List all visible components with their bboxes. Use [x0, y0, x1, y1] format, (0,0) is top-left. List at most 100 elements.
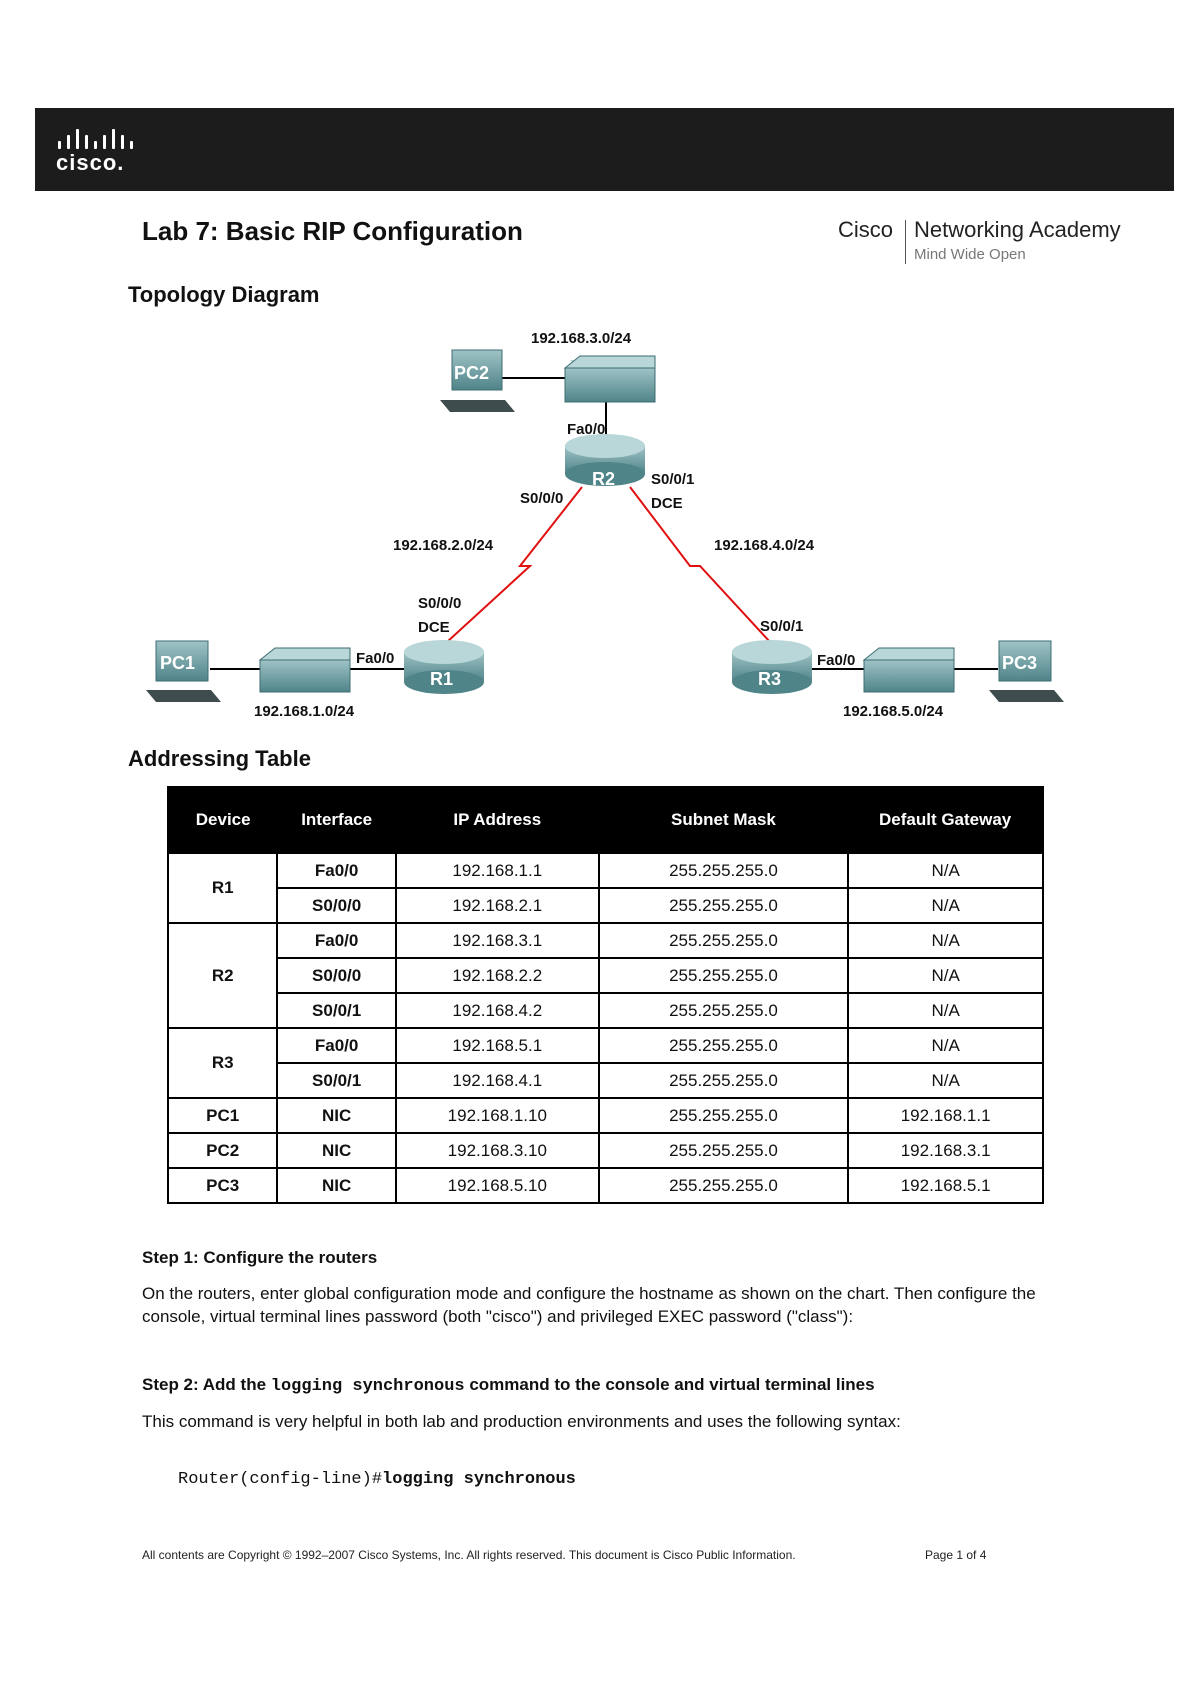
brand-tagline: Mind Wide Open [914, 246, 1026, 263]
code-command: logging synchronous [382, 1470, 576, 1489]
switch-icon [862, 647, 955, 693]
cisco-logo: cisco. [56, 127, 146, 177]
table-row: PC1 NIC 192.168.1.10 255.255.255.0 192.1… [166, 1097, 1044, 1134]
step1-title-text: Step 1: Configure the routers [142, 1248, 378, 1267]
r2-fa-label: Fa0/0 [567, 421, 605, 438]
table-row: S0/0/1 192.168.4.2 255.255.255.0 N/A [168, 992, 1044, 1029]
router-icon: R1 [404, 640, 484, 694]
r2-dce-label: DCE [651, 495, 683, 512]
cisco-wordmark: cisco. [56, 150, 125, 175]
device-cell: PC1 [166, 1097, 279, 1134]
r1-s000-label: S0/0/0 [418, 595, 461, 612]
mask-cell: 255.255.255.0 [597, 1027, 850, 1064]
pc1-label: PC1 [160, 653, 195, 673]
table-row: S0/0/1 192.168.4.1 255.255.255.0 N/A [168, 1062, 1044, 1099]
gateway-cell: N/A [847, 992, 1044, 1029]
col-gateway: Default Gateway [848, 787, 1043, 853]
table-row: PC3 NIC 192.168.5.10 255.255.255.0 192.1… [166, 1167, 1044, 1204]
interface-cell: S0/0/0 [276, 957, 397, 994]
net2-label: 192.168.2.0/24 [393, 537, 494, 554]
mask-cell: 255.255.255.0 [597, 1167, 850, 1204]
gateway-cell: N/A [847, 1062, 1044, 1099]
step2-title-b: command to the console and virtual termi… [464, 1375, 875, 1394]
ip-cell: 192.168.4.1 [394, 1062, 600, 1099]
router-icon: R2 [565, 434, 645, 489]
r2-s001-label: S0/0/1 [651, 471, 694, 488]
ip-cell: 192.168.3.1 [394, 922, 600, 959]
interface-cell: NIC [276, 1132, 397, 1169]
pc2-label: PC2 [454, 363, 489, 383]
switch-icon [258, 647, 351, 693]
r3-s001-label: S0/0/1 [760, 618, 803, 635]
networking-academy-brand: Cisco Networking Academy Mind Wide Open [838, 216, 1168, 268]
step2-title-a: Step 2: Add the [142, 1375, 271, 1394]
addressing-heading: Addressing Table [128, 746, 311, 771]
r1-fa-label: Fa0/0 [356, 650, 394, 667]
table-row: S0/0/0 192.168.2.1 255.255.255.0 N/A [168, 887, 1044, 924]
interface-cell: NIC [276, 1167, 397, 1204]
table-row: R3 Fa0/0 192.168.5.1 255.255.255.0 N/A [166, 1027, 1044, 1099]
pc-icon: PC3 [989, 640, 1064, 702]
step2-body: This command is very helpful in both lab… [142, 1412, 901, 1431]
interface-cell: S0/0/1 [276, 992, 397, 1029]
topology-heading: Topology Diagram [128, 282, 320, 307]
ip-cell: 192.168.5.1 [394, 1027, 600, 1064]
gateway-cell: N/A [847, 852, 1044, 889]
header-bar [35, 108, 1174, 191]
gateway-cell: N/A [847, 957, 1044, 994]
r1-label: R1 [430, 669, 453, 689]
interface-cell: S0/0/1 [276, 1062, 397, 1099]
ip-cell: 192.168.1.1 [394, 852, 600, 889]
table-row: R2 Fa0/0 192.168.3.1 255.255.255.0 N/A [166, 922, 1044, 1029]
interface-cell: S0/0/0 [276, 887, 397, 924]
interface-cell: Fa0/0 [276, 1027, 397, 1064]
device-cell: R1 [166, 852, 279, 924]
r2-label: R2 [592, 469, 615, 489]
gateway-cell: 192.168.3.1 [847, 1132, 1044, 1169]
step2-title-code: logging synchronous [270, 1377, 465, 1396]
ip-cell: 192.168.4.2 [394, 992, 600, 1029]
pc-icon: PC1 [146, 640, 221, 702]
net3-label: 192.168.3.0/24 [531, 330, 632, 347]
mask-cell: 255.255.255.0 [597, 852, 850, 889]
brand-divider [905, 220, 906, 264]
device-cell: R2 [166, 922, 279, 1029]
ip-cell: 192.168.2.1 [394, 887, 600, 924]
code-prompt: Router(config-line)# [178, 1470, 383, 1489]
code-example: Router(config-line)#logging synchronous [178, 1470, 576, 1489]
brand-academy: Networking Academy [914, 217, 1121, 242]
step1-title: Step 1: Configure the routers [142, 1246, 1072, 1269]
ip-cell: 192.168.1.10 [394, 1097, 600, 1134]
r2-s000-label: S0/0/0 [520, 490, 563, 507]
addressing-table: Device Interface IP Address Subnet Mask … [166, 786, 1044, 1204]
gateway-cell: N/A [847, 1027, 1044, 1064]
gateway-cell: 192.168.5.1 [847, 1167, 1044, 1204]
pc3-label: PC3 [1002, 653, 1037, 673]
cisco-bars-icon [56, 127, 136, 149]
mask-cell: 255.255.255.0 [597, 1132, 850, 1169]
r3-label: R3 [758, 669, 781, 689]
interface-cell: Fa0/0 [276, 852, 397, 889]
page-title: Lab 7: Basic RIP Configuration [142, 216, 523, 246]
table-row: R1 Fa0/0 192.168.1.1 255.255.255.0 N/A [166, 852, 1044, 924]
footer-page-number: Page 1 of 4 [925, 1548, 987, 1562]
col-mask: Subnet Mask [598, 787, 849, 853]
mask-cell: 255.255.255.0 [597, 887, 850, 924]
step2-title: Step 2: Add the logging synchronous comm… [142, 1373, 1072, 1398]
device-cell: PC2 [166, 1132, 279, 1169]
gateway-cell: N/A [847, 887, 1044, 924]
net1-label: 192.168.1.0/24 [254, 703, 355, 720]
step1-body: On the routers, enter global configurati… [142, 1284, 1036, 1326]
r3-fa-label: Fa0/0 [817, 652, 855, 669]
mask-cell: 255.255.255.0 [597, 1097, 850, 1134]
net5-label: 192.168.5.0/24 [843, 703, 944, 720]
footer-copyright: All contents are Copyright © 1992–2007 C… [142, 1548, 796, 1562]
device-cell: R3 [166, 1027, 279, 1099]
net4-label: 192.168.4.0/24 [714, 537, 815, 554]
switch-icon [563, 355, 656, 403]
interface-cell: Fa0/0 [276, 922, 397, 959]
mask-cell: 255.255.255.0 [597, 1062, 850, 1099]
col-device: Device [168, 787, 278, 853]
table-header-row: Device Interface IP Address Subnet Mask … [168, 787, 1043, 853]
ip-cell: 192.168.5.10 [394, 1167, 600, 1204]
